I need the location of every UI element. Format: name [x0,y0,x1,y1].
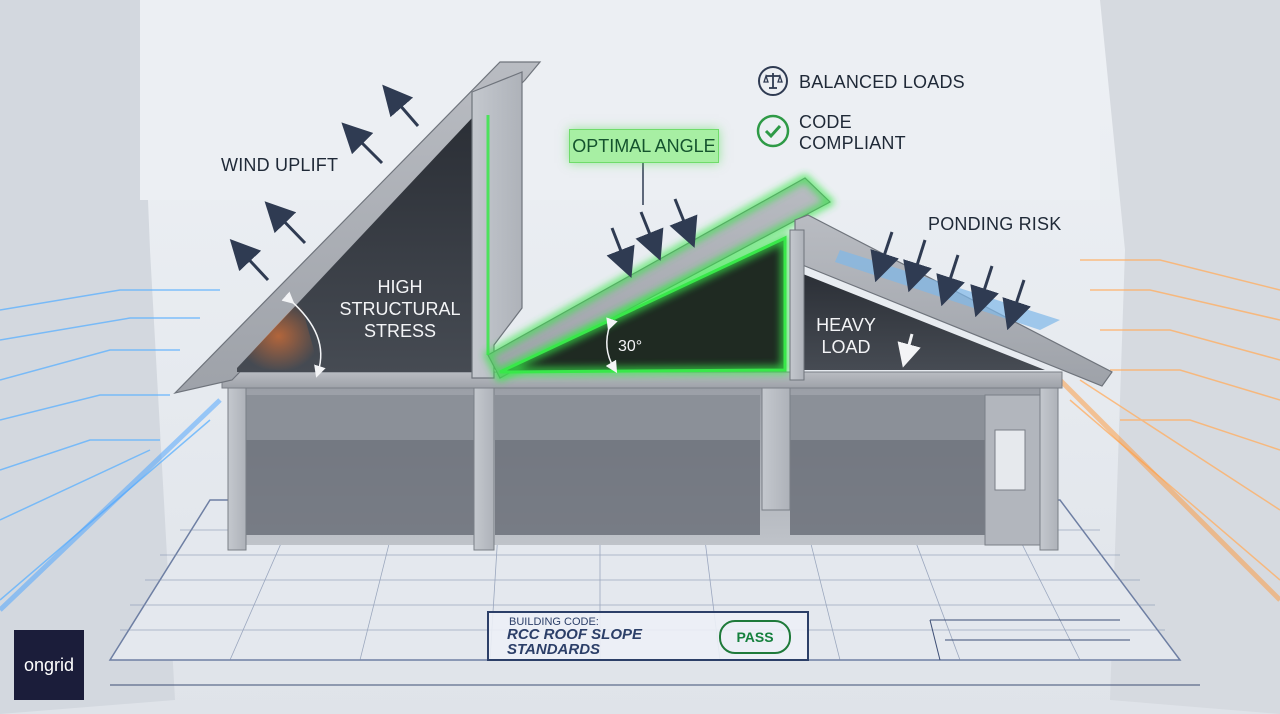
ponding-risk-label: PONDING RISK [928,214,1062,234]
code-panel-subtitle: BUILDING CODE: [509,616,599,628]
blue-floor-glow [0,398,222,612]
angle-value-label: 30° [618,338,643,355]
stress-angle-arc [281,291,326,378]
back-wall [140,0,1100,200]
orange-floor-glow [1058,378,1280,602]
ongrid-logo: ongrid [14,630,84,700]
optimal-load-arrows [606,198,698,278]
pass-badge: PASS [719,620,791,654]
code-compliant-label: CODE COMPLIANT [799,112,906,153]
heavy-load-arrow [897,333,921,368]
right-wall [1100,0,1280,714]
optimal-angle-badge: OPTIMAL ANGLE [569,129,719,163]
dimension-lines [110,619,1200,686]
check-circle-icon [756,114,790,148]
balanced-loads-label: BALANCED LOADS [799,72,965,92]
wind-uplift-label: WIND UPLIFT [221,155,339,175]
wind-uplift-arrows [229,84,420,282]
building-code-panel: BUILDING CODE: RCC ROOF SLOPE STANDARDS … [487,611,809,661]
high-stress-label: HIGH STRUCTURAL STRESS [339,277,461,341]
code-panel-title: RCC ROOF SLOPE STANDARDS [507,626,643,658]
angle-arc [605,317,618,374]
left-wall [0,0,175,714]
ponding-load-arrows [870,231,1031,331]
balance-scale-icon [758,66,788,96]
heavy-load-label: HEAVY LOAD [816,315,876,357]
orange-light-traces [1069,259,1280,581]
